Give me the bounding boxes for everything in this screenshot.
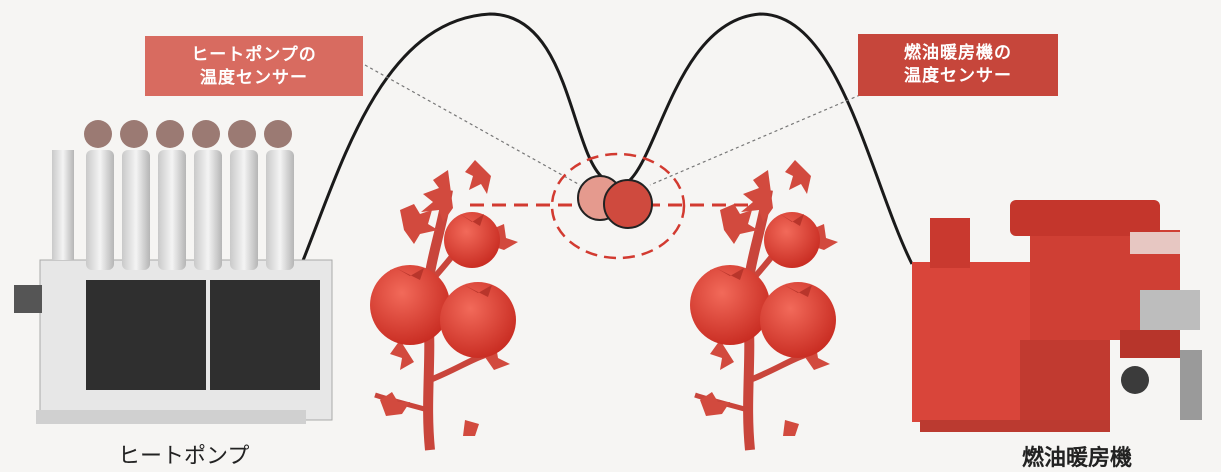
oil-heater-caption: 燃油暖房機 [1022,440,1132,472]
oil-heater-sensor-tag-line2: 温度センサー [858,65,1058,88]
heat-pump-caption: ヒートポンプ [118,438,249,470]
oil-heater-unit [912,200,1202,432]
heat-pump-sensor-tag-line2: 温度センサー [145,67,363,90]
heat-pump-sensor-tag-line1: ヒートポンプの [145,44,363,67]
oil-heater-sensor-tag: 燃油暖房機の 温度センサー [858,34,1058,96]
oil-heater-sensor-tag-line1: 燃油暖房機の [858,42,1058,65]
oil-heater-sensor [604,180,652,228]
heat-pump-sensor-tag: ヒートポンプの 温度センサー [145,36,363,96]
heat-pump-unit [14,120,332,424]
oil-heater-leader-line [650,95,860,185]
